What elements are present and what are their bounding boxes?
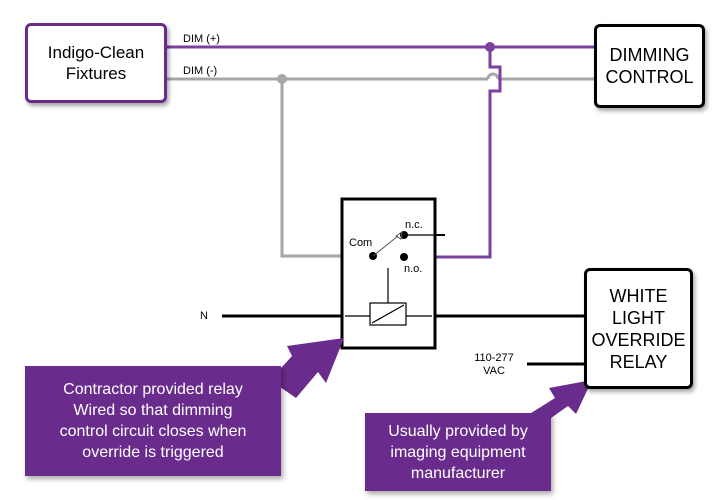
contractor-relay-callout: Contractor provided relay Wired so that … [25, 366, 281, 476]
dim-plus-label: DIM (+) [183, 33, 220, 45]
com-label: Com [349, 237, 373, 249]
dim-plus-junction [485, 42, 495, 52]
white-light-override-relay-box: WHITE LIGHT OVERRIDE RELAY [584, 268, 693, 389]
dim-plus-wire [167, 42, 594, 259]
contractor-callout-arrow [270, 338, 344, 398]
neutral-wire [222, 314, 584, 366]
dimming-control-box: DIMMING CONTROL [594, 24, 705, 108]
contractor-relay [340, 197, 445, 350]
indigo-clean-fixtures-box: Indigo-Clean Fixtures [25, 23, 167, 103]
no-label: n.o. [404, 263, 423, 275]
dim-minus-junction [277, 74, 287, 84]
supply-voltage-label: 110-277 VAC [474, 352, 514, 377]
dim-minus-label: DIM (-) [183, 65, 218, 77]
no-terminal [400, 253, 408, 261]
nc-label: n.c. [405, 219, 423, 231]
imaging-equipment-callout: Usually provided by imaging equipment ma… [365, 413, 551, 491]
neutral-label: N [200, 310, 208, 322]
